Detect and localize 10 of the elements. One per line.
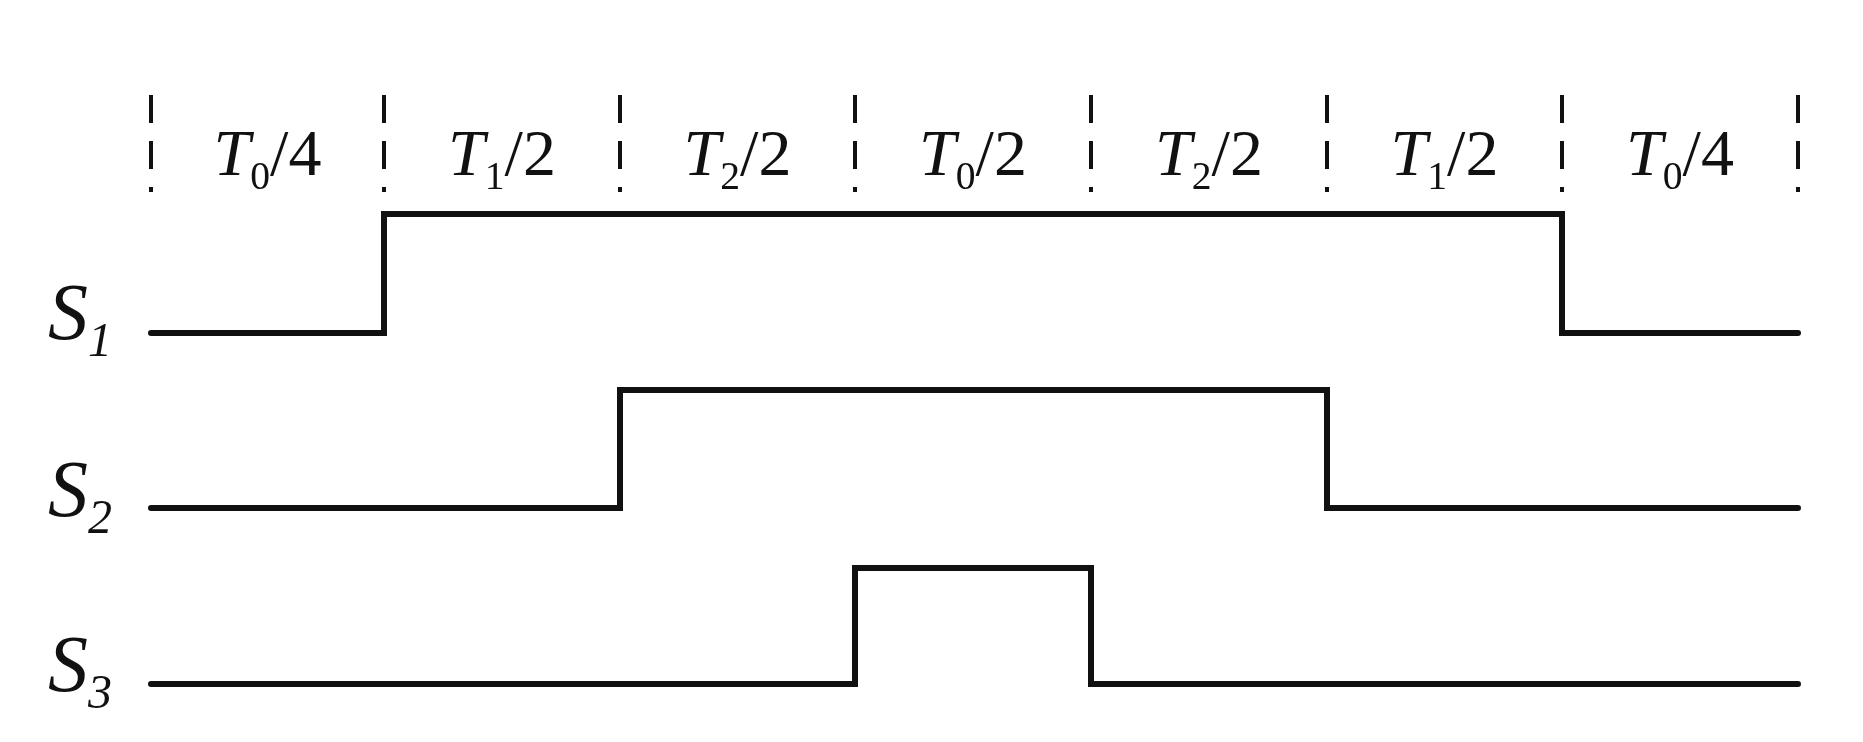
- interval-label: T$_{1}$/2: [448, 119, 556, 197]
- interval-label: T$_{2}$/2: [1155, 119, 1263, 197]
- signal-label: S$_{2}$: [48, 449, 112, 541]
- signal-label: S$_{3}$: [48, 624, 112, 716]
- signal-label: S$_{1}$: [48, 272, 112, 364]
- interval-label: T$_{0}$/4: [1626, 119, 1734, 197]
- interval-label: T$_{0}$/2: [919, 119, 1027, 197]
- interval-label: T$_{0}$/4: [213, 119, 322, 197]
- interval-label: T$_{2}$/2: [683, 119, 792, 197]
- interval-label: T$_{1}$/2: [1390, 119, 1499, 197]
